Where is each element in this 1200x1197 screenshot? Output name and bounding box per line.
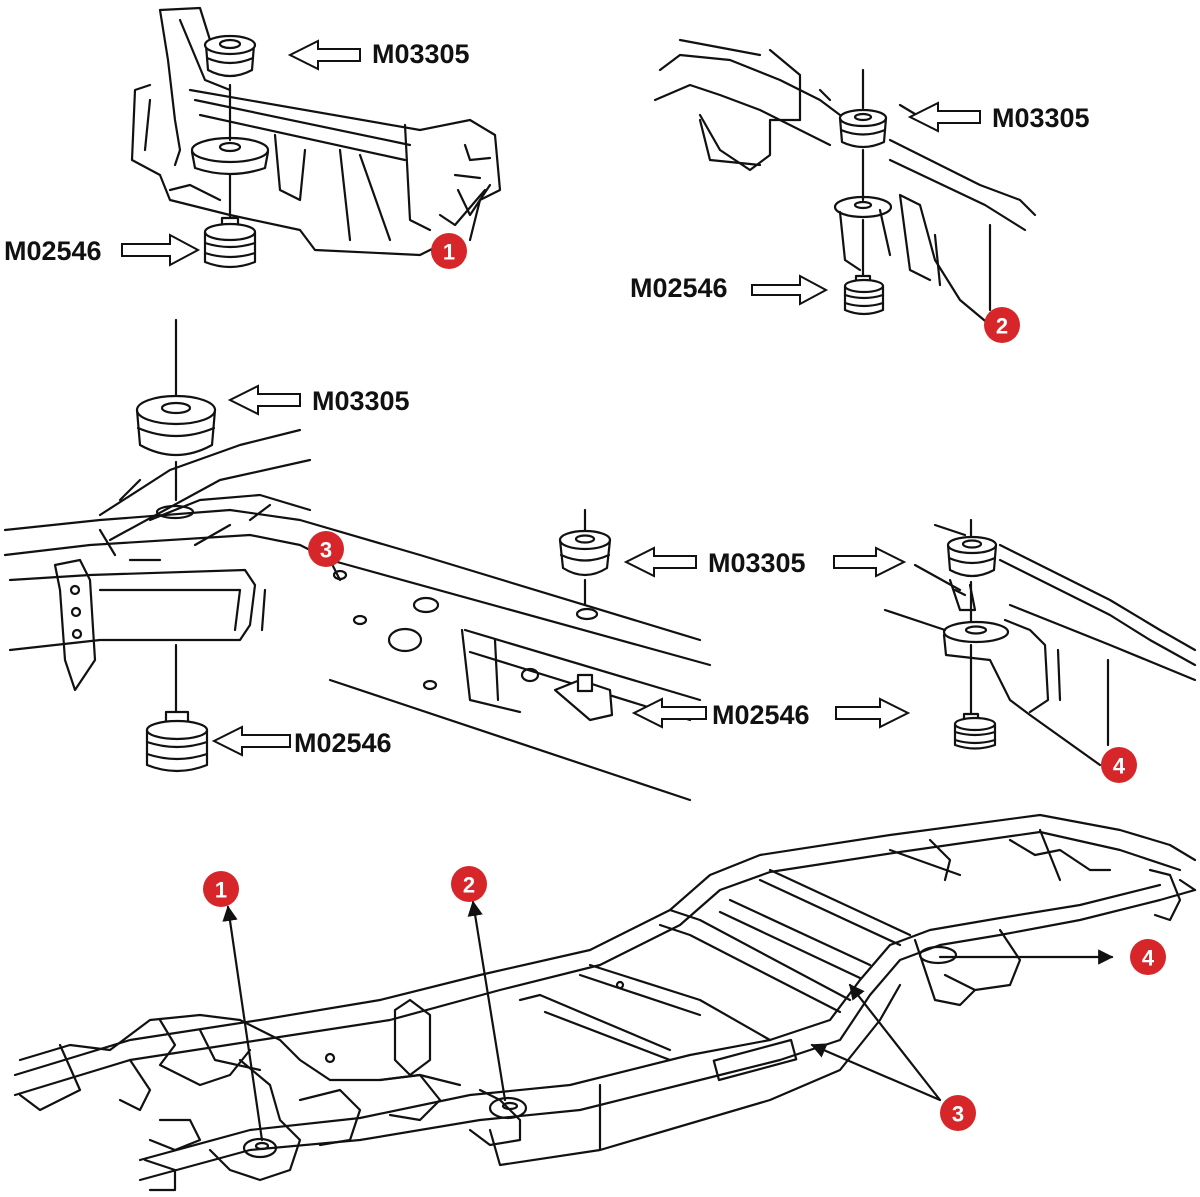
part-label-upper: M03305: [372, 39, 470, 69]
body-mount-upper-bushing-icon: [135, 394, 217, 456]
svg-text:1: 1: [443, 240, 455, 265]
body-mount-lower-bushing-icon: [843, 274, 885, 316]
hollow-arrow-icon: [835, 697, 911, 729]
part-label-lower-shared: M02546: [712, 700, 810, 730]
body-mount-upper-bushing-icon: [203, 34, 257, 78]
detail-panel-1: M03305 M02546 1: [4, 6, 502, 269]
body-mount-lower-bushing-icon: [145, 710, 209, 773]
hollow-arrow-icon: [227, 384, 301, 416]
hollow-arrow-icon: [121, 233, 201, 267]
svg-text:4: 4: [1142, 946, 1155, 971]
callout-badge-4: 4: [1130, 939, 1166, 975]
hollow-arrow-icon: [287, 39, 361, 71]
part-label-upper: M03305: [312, 386, 410, 416]
svg-text:4: 4: [1113, 754, 1126, 779]
callout-badge-2: 2: [451, 866, 487, 902]
body-mount-upper-bushing-icon: [946, 535, 998, 578]
part-label-upper-shared: M03305: [708, 548, 806, 578]
detail-panel-3: M03305 M02546 M03305 M02546 3: [3, 318, 911, 802]
svg-text:1: 1: [215, 878, 227, 903]
body-mount-lower-bushing-icon: [953, 712, 997, 750]
part-label-lower: M02546: [294, 728, 392, 758]
hollow-arrow-icon: [907, 101, 981, 133]
callout-badge-1: 1: [203, 871, 239, 907]
detail-panel-4: 4: [883, 518, 1197, 783]
svg-text:3: 3: [952, 1102, 964, 1127]
svg-text:3: 3: [320, 538, 332, 563]
svg-text:2: 2: [463, 873, 475, 898]
full-frame-overview: 1 2 4 3: [13, 813, 1197, 1192]
callout-badge-3: 3: [940, 1095, 976, 1131]
callout-badge-2: 2: [984, 307, 1020, 343]
callout-badge-4: 4: [1101, 747, 1137, 783]
detail-panel-2: M03305 M02546 2: [630, 38, 1090, 343]
hollow-arrow-icon: [751, 274, 829, 306]
part-label-lower: M02546: [4, 236, 102, 266]
part-label-upper: M03305: [992, 103, 1090, 133]
part-label-lower: M02546: [630, 273, 728, 303]
hollow-arrow-icon: [631, 697, 707, 729]
body-mount-lower-bushing-icon: [203, 216, 257, 269]
hollow-arrow-icon: [833, 546, 907, 578]
hollow-arrow-icon: [623, 546, 697, 578]
body-mount-upper-bushing-icon: [838, 108, 888, 149]
body-mount-upper-bushing-icon: [558, 529, 612, 577]
callout-badge-1: 1: [431, 233, 467, 269]
callout-badge-3: 3: [308, 531, 344, 567]
hollow-arrow-icon: [211, 725, 291, 757]
svg-text:2: 2: [996, 314, 1008, 339]
